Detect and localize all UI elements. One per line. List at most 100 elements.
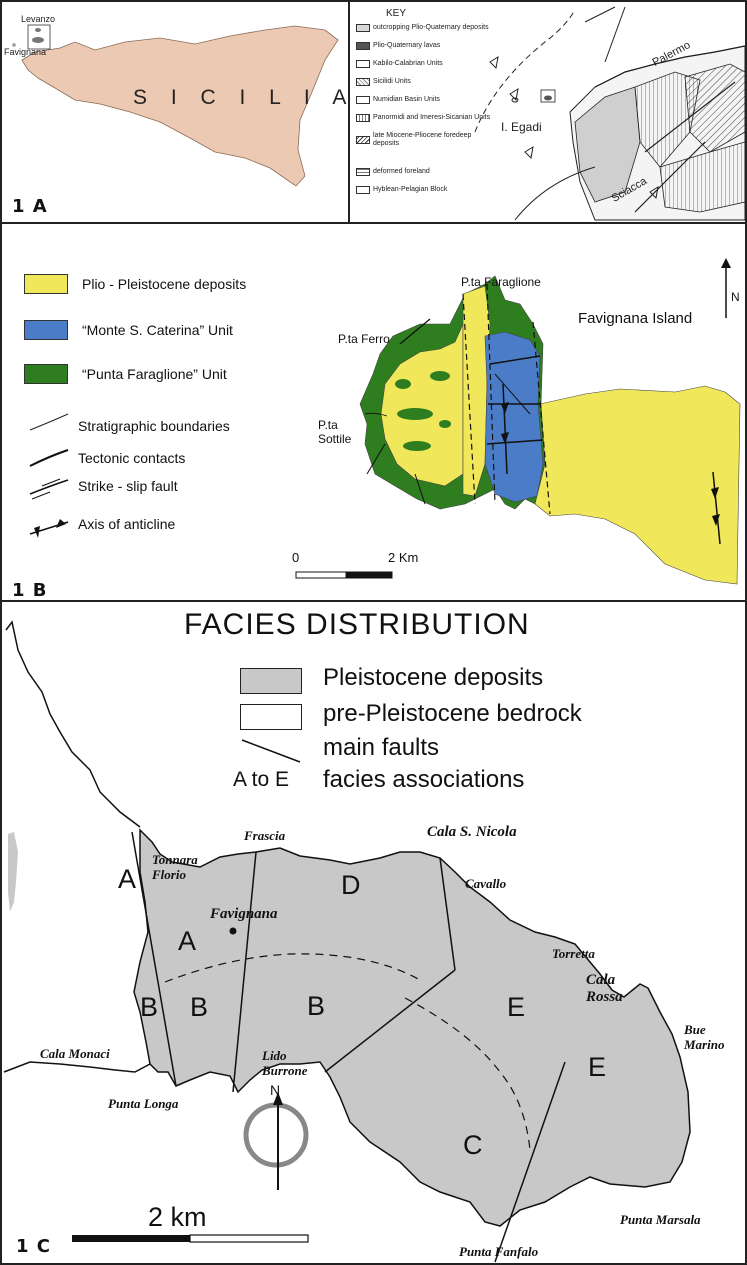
tectonic-contact xyxy=(494,373,531,415)
facies-a-favignana: A xyxy=(178,926,197,956)
west-coastline xyxy=(5,620,141,828)
sottile-label-2: Sottile xyxy=(318,432,352,446)
place-torretta: Torretta xyxy=(552,946,595,961)
key-swatch xyxy=(356,60,370,68)
fault-line xyxy=(462,293,476,505)
legend-swatch xyxy=(24,364,68,384)
islands-inset-box xyxy=(27,24,51,50)
legend-swatch xyxy=(24,320,68,340)
key-swatch xyxy=(356,168,370,176)
triangle-mark xyxy=(509,87,519,102)
tectonic-contact-symbol xyxy=(29,449,69,467)
stratigraphic-boundary-symbol xyxy=(29,413,69,431)
key-swatch xyxy=(356,136,370,144)
triangle-mark xyxy=(489,55,499,70)
scale-bar-black xyxy=(72,1235,190,1242)
key-item-kabilo: Kabilo-Calabrian Units xyxy=(356,60,536,68)
panel-1b: Plio - Pleistocene deposits “Monte S. Ca… xyxy=(0,224,747,601)
key-swatch xyxy=(356,42,370,50)
key-swatch xyxy=(356,24,370,32)
thrust-front-south xyxy=(514,166,596,221)
panel-1a-label: 1 A xyxy=(12,196,48,217)
divider-1a xyxy=(348,0,350,222)
main-fault xyxy=(439,857,456,971)
scale-start-1b: 0 xyxy=(292,550,300,565)
place-cala-s-nicola: Cala S. Nicola xyxy=(427,824,517,840)
sicily-map xyxy=(12,24,339,187)
legend-plio-pleistocene: Plio - Pleistocene deposits xyxy=(24,274,246,294)
legend-strike-slip: Strike - slip fault xyxy=(78,478,178,494)
caterina-area xyxy=(484,331,544,503)
place-punta-marsala: Punta Marsala xyxy=(620,1212,701,1227)
green-lens xyxy=(397,408,433,420)
place-tonnara-florio: Tonnara Florio xyxy=(152,852,198,882)
key-swatch xyxy=(356,186,370,194)
place-lido-burrone: Lido Burrone xyxy=(262,1048,308,1078)
structural-map xyxy=(474,6,746,221)
tectonic-contact xyxy=(486,439,544,445)
facies-title: FACIES DISTRIBUTION xyxy=(184,608,530,641)
legend-facies: facies associations xyxy=(323,766,525,793)
sicily-name-label: S I C I L I A xyxy=(133,86,356,109)
facies-b-west: B xyxy=(140,992,159,1022)
green-lens xyxy=(403,441,431,451)
legend-swatch xyxy=(24,274,68,294)
facies-e-south: E xyxy=(588,1052,607,1082)
triangle-mark xyxy=(524,145,534,160)
egadi-label: I. Egadi xyxy=(501,120,542,134)
key-title: KEY xyxy=(386,8,407,19)
favignana-town-dot xyxy=(229,927,237,935)
legend-line-symbols xyxy=(29,413,69,538)
place-cala-rossa: Cala Rossa xyxy=(586,972,623,1005)
key-swatch xyxy=(356,96,370,104)
fault-line xyxy=(486,283,496,505)
north-label-1b: N xyxy=(731,290,740,304)
scale-bar-1b xyxy=(295,571,393,579)
key-swatch xyxy=(356,78,370,86)
anticline-axis xyxy=(502,383,508,475)
north-label-1c: N xyxy=(270,1082,281,1098)
key-item-hyblean: Hyblean-Pelagian Block xyxy=(356,186,536,194)
facies-a-tonnara: A xyxy=(118,864,137,894)
facies-b-central: B xyxy=(190,992,209,1022)
legend-fault-symbol xyxy=(241,739,301,763)
plio-east-area xyxy=(534,385,741,585)
legend-swatch-bedrock xyxy=(240,704,302,730)
sicily-island-shape xyxy=(21,25,339,187)
legend-pleistocene: Pleistocene deposits xyxy=(323,664,544,691)
favignana-shape xyxy=(32,37,44,43)
key-item-foreland: deformed foreland xyxy=(356,168,536,176)
place-cala-monaci: Cala Monaci xyxy=(40,1046,110,1061)
favignana-geology-map xyxy=(359,275,741,585)
panel-1c: FACIES DISTRIBUTION Pleistocene deposits… xyxy=(0,602,747,1265)
coast-north xyxy=(594,45,746,88)
foredeep-area xyxy=(574,86,641,203)
main-fault xyxy=(324,969,456,1073)
legend-faults: main faults xyxy=(323,734,440,761)
legend-punta-faraglione: “Punta Faraglione” Unit xyxy=(24,364,227,384)
place-frascia: Frascia xyxy=(244,828,286,843)
legend-swatch-pleistocene xyxy=(240,668,302,694)
green-lens xyxy=(430,371,450,381)
main-fault xyxy=(494,1061,566,1263)
fault-line xyxy=(532,321,551,515)
small-island-shape xyxy=(12,43,16,47)
legend-bedrock: pre-Pleistocene bedrock xyxy=(323,700,582,727)
main-fault xyxy=(232,851,257,1093)
place-punta-fanfalo: Punta Fanfalo xyxy=(459,1244,539,1259)
facies-d: D xyxy=(341,870,361,900)
panel-1c-label: 1 C xyxy=(16,1236,52,1257)
legend-anticline: Axis of anticline xyxy=(78,516,176,532)
facies-boundary xyxy=(404,997,531,1151)
facies-c: C xyxy=(463,1130,483,1160)
strike-slip-symbol xyxy=(29,479,69,495)
facies-b-east: B xyxy=(307,991,326,1021)
key-swatch xyxy=(356,114,370,122)
favignana-island-label: Favignana Island xyxy=(578,310,693,327)
anticline-axis-east xyxy=(712,471,721,545)
legend-tectonic: Tectonic contacts xyxy=(78,450,186,466)
panel-1a: Levanzo Favignana S I C I L I A 1 A KEY … xyxy=(0,0,747,222)
triangle-mark xyxy=(649,185,659,200)
place-favignana: Favignana xyxy=(210,906,278,922)
levanzo-label: Levanzo xyxy=(21,14,56,24)
